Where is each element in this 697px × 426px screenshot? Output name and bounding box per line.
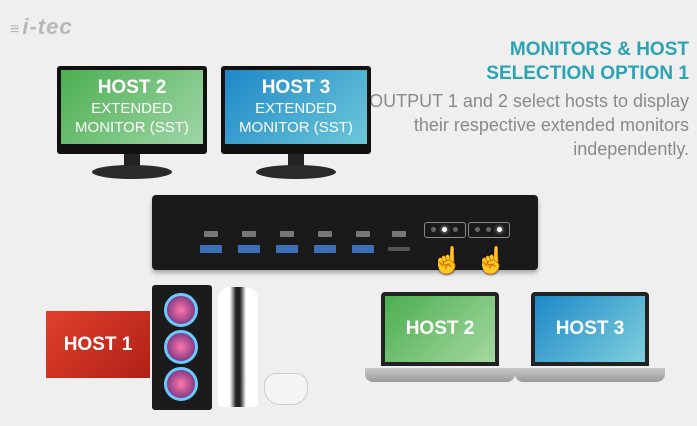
output-2-selector[interactable] xyxy=(468,222,510,238)
usb-port xyxy=(238,245,260,253)
pointing-hand-icon: ☝ xyxy=(431,245,464,275)
usb-c-port xyxy=(388,247,410,251)
host-1-label: HOST 1 xyxy=(46,311,150,378)
laptop-keyboard xyxy=(365,368,515,382)
usb-port xyxy=(276,245,298,253)
game-controller xyxy=(264,373,308,405)
pointing-hand-icon: ☝ xyxy=(475,245,508,275)
kvm-switch-device: ☝ ☝ xyxy=(152,195,538,275)
output-1-selector[interactable] xyxy=(424,222,466,238)
usb-port xyxy=(314,245,336,253)
laptop-host-3: HOST 3 xyxy=(531,292,649,366)
description: OUTPUT 1 and 2 select hosts to display t… xyxy=(369,91,689,159)
pc-tower xyxy=(152,285,212,410)
monitor-stand xyxy=(256,165,336,179)
usb-port xyxy=(200,245,222,253)
monitor-stand xyxy=(92,165,172,179)
laptop-host-2: HOST 2 xyxy=(381,292,499,366)
game-console xyxy=(218,287,258,407)
i-tec-logo: ≡i-tec xyxy=(10,14,73,39)
usb-port xyxy=(352,245,374,253)
laptop-keyboard xyxy=(515,368,665,382)
